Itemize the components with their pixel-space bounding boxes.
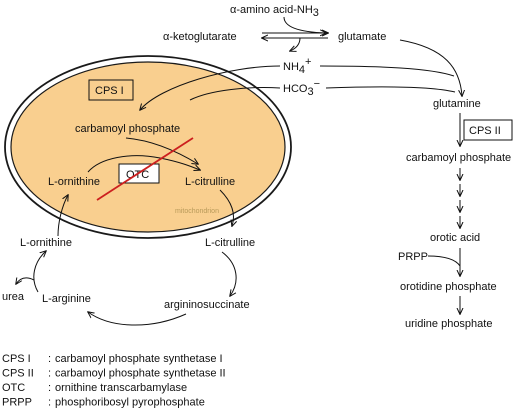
legend-full: ornithine transcarbamylase: [55, 382, 187, 394]
carbamoyl-phosphate-cyto-label: carbamoyl phosphate: [406, 152, 511, 164]
arrow-citrulline-export: [219, 189, 234, 226]
amino-acid-label: α-amino acid-NH3: [230, 4, 319, 19]
orotic-acid-label: orotic acid: [430, 232, 480, 244]
arrow-argininosuccinate-to-arginine: [88, 312, 187, 326]
legend-abbr: CPS II: [2, 368, 34, 380]
legend-sep: :: [48, 397, 51, 409]
legend-full: carbamoyl phosphate synthetase II: [55, 368, 226, 380]
nh4-label: NH4+: [283, 56, 311, 76]
citrulline-mito-label: L-citrulline: [185, 176, 235, 188]
arrow-citrulline-to-argininosuccinate: [221, 251, 237, 296]
arrow-amino-to-glutamate: [283, 16, 326, 33]
citrulline-cyto-label: L-citrulline: [205, 237, 255, 249]
legend-abbr: CPS I: [2, 353, 31, 365]
legend-abbr: PRPP: [2, 397, 32, 409]
arrow-ornithine-import: [57, 195, 68, 237]
legend-sep: :: [48, 353, 51, 365]
legend-full: carbamoyl phosphate synthetase I: [55, 353, 223, 365]
carbamoyl-phosphate-mito-label: carbamoyl phosphate: [75, 123, 180, 135]
legend: CPS I: carbamoyl phosphate synthetase I CP…: [2, 353, 226, 409]
ketoglutarate-label: α-ketoglutarate: [163, 31, 237, 43]
orotidine-phosphate-label: orotidine phosphate: [400, 281, 497, 293]
arginine-label: L-arginine: [42, 293, 91, 305]
legend-full: phosphoribosyl pyrophosphate: [55, 397, 205, 409]
arrow-nh4-to-glutamine: [319, 65, 455, 77]
legend-abbr: OTC: [2, 382, 25, 394]
ornithine-mito-label: L-ornithine: [48, 176, 100, 188]
cps2-box: [463, 119, 513, 141]
prpp-label: PRPP: [398, 251, 428, 263]
hco3-label: HCO3−: [283, 78, 320, 98]
ornithine-cyto-label: L-ornithine: [20, 237, 72, 249]
cps1-box: [88, 79, 134, 101]
arrow-carbamoyl-to-citrulline: [125, 137, 198, 164]
arrow-glutamate-to-glutamine: [399, 39, 462, 96]
cps2-label: CPS II: [469, 125, 501, 137]
mitochondrion-label: mitochondrion: [175, 208, 219, 215]
uridine-phosphate-label: uridine phosphate: [405, 318, 492, 330]
arrow-prpp-join: [427, 255, 461, 267]
arrow-ornithine-to-citrulline: [87, 155, 200, 173]
urea-label: urea: [2, 291, 25, 303]
legend-sep: :: [48, 382, 51, 394]
arrow-down-to-nh4: [290, 37, 301, 51]
arrow-arginine-to-ornithine: [33, 251, 46, 293]
arrow-nh4-to-carbamoyl-phosphate: [140, 65, 281, 110]
glutamate-label: glutamate: [338, 31, 386, 43]
arrow-hco3-to-cps1: [189, 87, 281, 101]
arrow-hco3-to-glutamine: [325, 86, 456, 93]
cps1-label: CPS I: [95, 85, 124, 97]
glutamine-label: glutamine: [433, 98, 481, 110]
otc-block-line: [96, 137, 194, 201]
arrow-to-urea: [16, 278, 35, 284]
argininosuccinate-label: argininosuccinate: [164, 299, 250, 311]
mitochondrion-matrix: [10, 61, 286, 233]
legend-sep: :: [48, 368, 51, 380]
